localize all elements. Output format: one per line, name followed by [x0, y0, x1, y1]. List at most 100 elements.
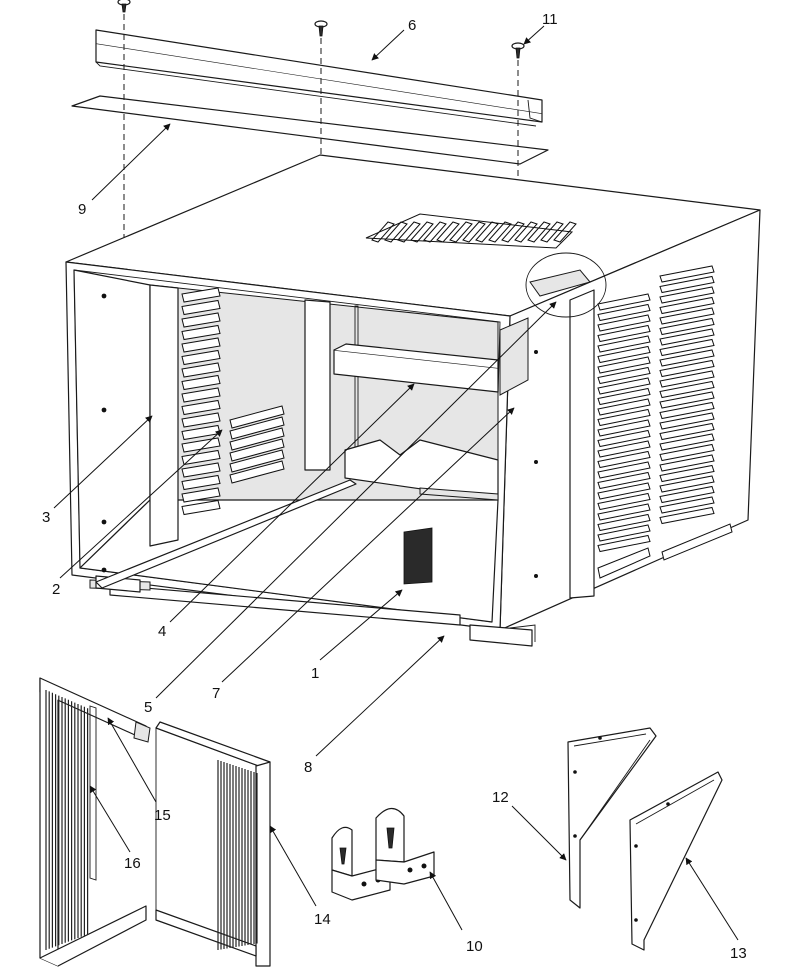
side-louver-slat	[659, 464, 715, 483]
top-screw-center	[314, 20, 328, 37]
side-louver-slat	[659, 317, 715, 336]
small-louver-slat	[229, 405, 285, 429]
side-louver-slat	[659, 454, 715, 472]
side-curtain-left-part-16	[39, 677, 151, 967]
side-louver-slat	[597, 450, 651, 469]
small-louver-slat	[229, 460, 285, 484]
side-louver-slat	[597, 366, 651, 385]
callout-15: 15	[154, 807, 171, 824]
callout-1: 1	[311, 665, 319, 682]
side-louver-slat	[659, 496, 715, 514]
side-louver-slat	[597, 419, 651, 437]
side-louver-slat	[597, 324, 651, 343]
small-louver-slat	[229, 438, 285, 462]
top-screw-left	[117, 0, 131, 13]
side-louver-slat	[659, 286, 715, 304]
top-vent-slat	[553, 221, 577, 243]
side-louver-slat	[597, 534, 651, 553]
callout-9: 9	[78, 201, 86, 218]
side-louver-slat	[597, 524, 651, 542]
side-louver-slat	[597, 471, 651, 490]
inner-louver-slat	[181, 299, 221, 316]
support-bracket-part-12	[567, 727, 657, 909]
side-louver-slat	[597, 314, 651, 332]
side-louver-slat	[659, 307, 715, 325]
top-vent-frame	[365, 213, 574, 249]
side-louver-slat	[659, 265, 715, 283]
inner-louver-slat	[181, 437, 221, 453]
small-louver-slat	[229, 416, 285, 440]
top-vent-slat	[371, 221, 395, 243]
inner-louver-slat	[181, 499, 221, 516]
side-louver-slat	[597, 345, 651, 364]
inner-louver-slat	[181, 449, 221, 466]
small-louver-slat	[229, 427, 285, 451]
side-louver-slat	[597, 303, 651, 322]
inner-louver-slat	[181, 462, 221, 478]
side-louver-slat	[659, 296, 715, 315]
callout-14: 14	[314, 911, 331, 928]
inner-louver-slat	[181, 412, 221, 428]
callout-10: 10	[466, 938, 483, 955]
side-louver-slat	[659, 401, 715, 420]
callout-16: 16	[124, 855, 141, 872]
side-louver-slat	[597, 408, 651, 427]
side-louver-slat	[597, 503, 651, 521]
inner-louver-slat	[181, 349, 221, 366]
side-louver-slat	[659, 443, 715, 462]
curtain-left-pleats	[45, 690, 89, 950]
side-louver-slat	[597, 461, 651, 479]
side-louver-slat	[597, 377, 651, 395]
top-vent-slat	[410, 221, 434, 243]
inner-louver-slat	[181, 324, 221, 341]
side-louver-slat	[597, 398, 651, 416]
top-vent-slat	[540, 221, 564, 243]
top-vent-slat	[397, 221, 421, 243]
side-louver-slat	[597, 293, 651, 311]
inner-left-louvers	[181, 287, 221, 516]
inner-louver-slat	[181, 387, 221, 403]
side-louver-slat	[597, 387, 651, 406]
top-vent-slat	[501, 221, 525, 243]
side-louver-slat	[597, 440, 651, 458]
inner-louver-slat	[181, 287, 221, 303]
side-louver-slat	[597, 356, 651, 374]
top-vent-slat	[462, 221, 486, 243]
side-louver-slat	[597, 429, 651, 448]
side-louver-slat	[659, 433, 715, 451]
side-louver-slat	[659, 485, 715, 504]
support-bracket-part-13	[629, 771, 723, 951]
top-vent-slat	[449, 221, 473, 243]
small-louver-slat	[229, 449, 285, 473]
screw-11	[511, 42, 525, 59]
inner-louver-slat	[181, 374, 221, 391]
side-louver-slat	[597, 492, 651, 511]
side-louver-slat	[659, 380, 715, 399]
side-louver-slat	[661, 523, 733, 561]
inner-small-louvers	[229, 405, 285, 484]
side-louver-slat	[597, 482, 651, 500]
side-louver-slat	[659, 359, 715, 378]
callout-8: 8	[304, 759, 312, 776]
side-louver-slat	[659, 275, 715, 294]
side-louver-slat	[659, 349, 715, 367]
top-rail-part-6	[95, 29, 543, 127]
callout-12: 12	[492, 789, 509, 806]
side-louver-slat	[597, 513, 651, 532]
top-seal-part-9	[71, 95, 549, 165]
side-louver-slat	[659, 338, 715, 357]
side-louver-slat	[659, 391, 715, 409]
top-vent-slat	[436, 221, 460, 243]
callout-2: 2	[52, 581, 60, 598]
side-louver-slat	[659, 412, 715, 430]
side-louver-slat	[659, 328, 715, 346]
side-louver-slat	[659, 370, 715, 388]
callout-6: 6	[408, 17, 416, 34]
side-louver-slat	[597, 335, 651, 353]
mounting-bracket-right-part-10	[375, 807, 435, 885]
callout-5: 5	[144, 699, 152, 716]
side-louver-slat	[659, 475, 715, 493]
inner-louver-slat	[181, 487, 221, 503]
